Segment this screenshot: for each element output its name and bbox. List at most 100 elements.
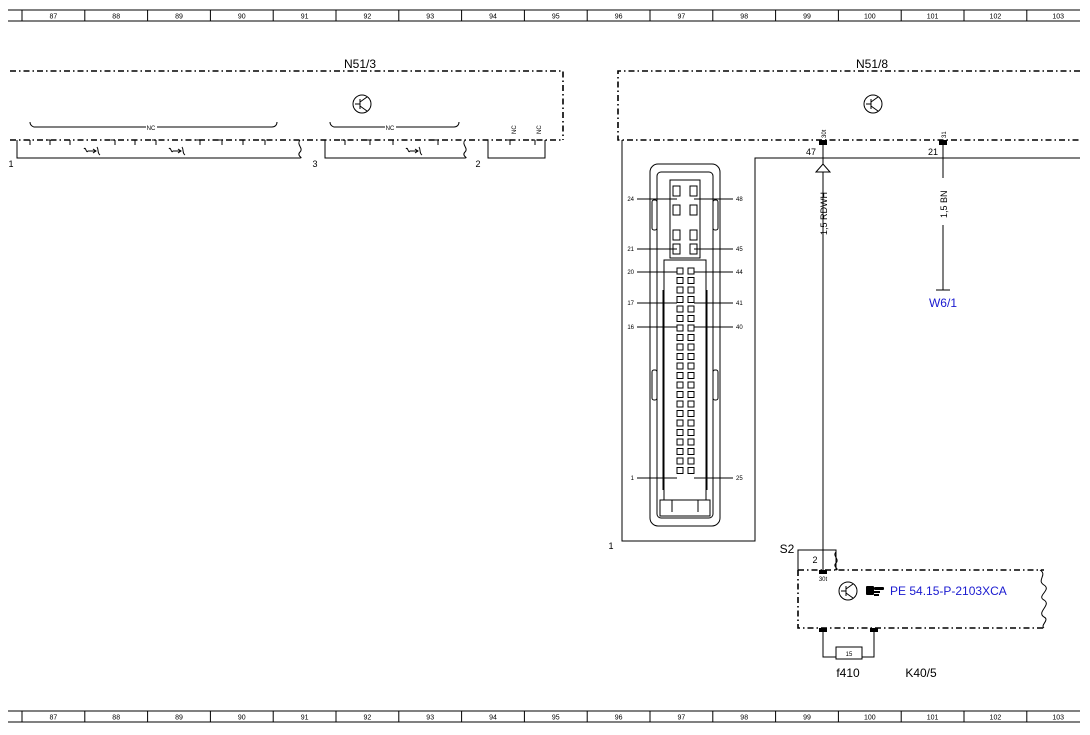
wire-bn[interactable]: 31 21 1,5 BN W6/1: [928, 131, 957, 310]
grid-column-label: 96: [615, 715, 623, 722]
pin-label: 17: [627, 301, 634, 307]
connector-n51-3-1[interactable]: 1 NC: [8, 121, 302, 169]
module-k40-5[interactable]: S2 2 30t PE 54.15-P-2103XCA 15 f410 K40/…: [780, 542, 1047, 680]
pin-label: 2: [812, 555, 817, 565]
grid-column-label: 96: [615, 14, 623, 21]
grid-column-label: 89: [175, 14, 183, 21]
pin-label: 47: [806, 147, 816, 157]
transistor-icon: [863, 94, 883, 114]
pin-label: 25: [736, 476, 743, 482]
module-k40-5-boundary: [797, 569, 1044, 629]
wire-label: 1,5 RDWH: [819, 192, 829, 235]
shielded-wire-icon: [168, 146, 186, 156]
grid-column-label: 92: [364, 715, 372, 722]
pin-label: 20: [627, 270, 634, 276]
grid-column-label: 95: [552, 14, 560, 21]
fuse-value: 15: [846, 652, 853, 658]
pin-label: 21: [928, 147, 938, 157]
nc-label: NC: [537, 125, 543, 134]
grid-column-label: 89: [175, 715, 183, 722]
grid-column-label: 99: [803, 715, 811, 722]
wire-rdwh[interactable]: 30t 47 1,5 RDWH: [806, 129, 832, 570]
module-n51-3[interactable]: N51/3: [10, 57, 564, 141]
pin-label: 48: [736, 197, 743, 203]
grid-column-label: 103: [1052, 715, 1064, 722]
grid-column-label: 87: [50, 715, 58, 722]
grid-column-label: 90: [238, 14, 246, 21]
grid-column-label: 98: [740, 14, 748, 21]
shielded-wire-icon: [83, 146, 101, 156]
grid-column-label: 93: [426, 715, 434, 722]
grid-column-label: 93: [426, 14, 434, 21]
terminal-marker: [819, 570, 827, 574]
grid-column-label: 101: [927, 715, 939, 722]
wire-label: 1,5 BN: [939, 190, 949, 218]
pin-label: 16: [627, 325, 634, 331]
pin-label: 40: [736, 325, 743, 331]
pointing-hand-icon: [866, 586, 884, 596]
switch-label: S2: [780, 542, 795, 556]
connector-n51-3-3[interactable]: 3 NC: [312, 121, 467, 169]
connector-n51-3-2[interactable]: 2 NC NC: [475, 125, 546, 169]
connector-pin-grid: [672, 185, 698, 474]
reference-link[interactable]: PE 54.15-P-2103XCA: [890, 584, 1007, 598]
module-n51-8-boundary: [617, 70, 1080, 141]
terminal-label: 31: [942, 131, 948, 138]
terminal-label: 30t: [819, 577, 828, 583]
connector-id: 1: [8, 159, 13, 169]
connector-id: 1: [608, 541, 613, 551]
module-n51-8[interactable]: N51/8: [617, 57, 1080, 141]
terminal-marker: [939, 140, 947, 145]
transistor-icon: [352, 94, 372, 114]
pin-label: 1: [631, 476, 635, 482]
terminal-marker: [819, 628, 827, 632]
fuse-symbol: [835, 646, 863, 660]
grid-column-label: 99: [803, 14, 811, 21]
ground-point-label: W6/1: [929, 296, 957, 310]
grid-column-label: 102: [990, 14, 1002, 21]
grid-column-label: 94: [489, 715, 497, 722]
grid-column-label: 98: [740, 715, 748, 722]
grid-column-label: 100: [864, 715, 876, 722]
grid-column-label: 91: [301, 715, 309, 722]
grid-column-label: 91: [301, 14, 309, 21]
grid-column-label: 95: [552, 715, 560, 722]
arrow-terminal-icon: [814, 163, 832, 173]
pin-label: 24: [627, 197, 634, 203]
pin-label: 21: [627, 247, 634, 253]
connector-id: 3: [312, 159, 317, 169]
grid-column-label: 94: [489, 14, 497, 21]
grid-column-label: 103: [1052, 14, 1064, 21]
grid-column-label: 88: [112, 715, 120, 722]
terminal-marker: [870, 628, 878, 632]
grid-column-label: 97: [678, 715, 686, 722]
grid-column-label: 101: [927, 14, 939, 21]
grid-column-label: 92: [364, 14, 372, 21]
module-n51-3-boundary: [10, 70, 564, 141]
terminal-marker: [819, 140, 827, 145]
nc-label: NC: [147, 126, 156, 132]
grid-column-label: 90: [238, 715, 246, 722]
grid-column-label: 87: [50, 14, 58, 21]
nc-label: NC: [512, 125, 518, 134]
pin-label: 44: [736, 270, 743, 276]
fuse-label: f410: [836, 666, 860, 680]
transistor-icon: [838, 581, 858, 601]
module-n51-8-label: N51/8: [856, 57, 888, 71]
grid-ruler-bottom: 87 88 89 90 91 92 93 94 95 96 97 98 99 100 101 102 103: [8, 710, 1080, 723]
grid-column-label: 97: [678, 14, 686, 21]
connector-id: 2: [475, 159, 480, 169]
nc-label: NC: [386, 126, 395, 132]
relay-label: K40/5: [905, 666, 937, 680]
module-n51-3-label: N51/3: [344, 57, 376, 71]
grid-ruler-top: 87 88 89 90 91 92 93 94 95 96 97 98 99 100 101 102 103: [8, 9, 1080, 22]
grid-column-label: 88: [112, 14, 120, 21]
grid-column-label: 100: [864, 14, 876, 21]
grid-column-label: 102: [990, 715, 1002, 722]
connector-n51-8-1[interactable]: 1 24 48 21 45 20 44 17 41 16 40 1 25: [608, 140, 1080, 551]
pin-label: 41: [736, 301, 743, 307]
connector-housing-drawing: [649, 163, 721, 527]
pin-label: 45: [736, 247, 743, 253]
